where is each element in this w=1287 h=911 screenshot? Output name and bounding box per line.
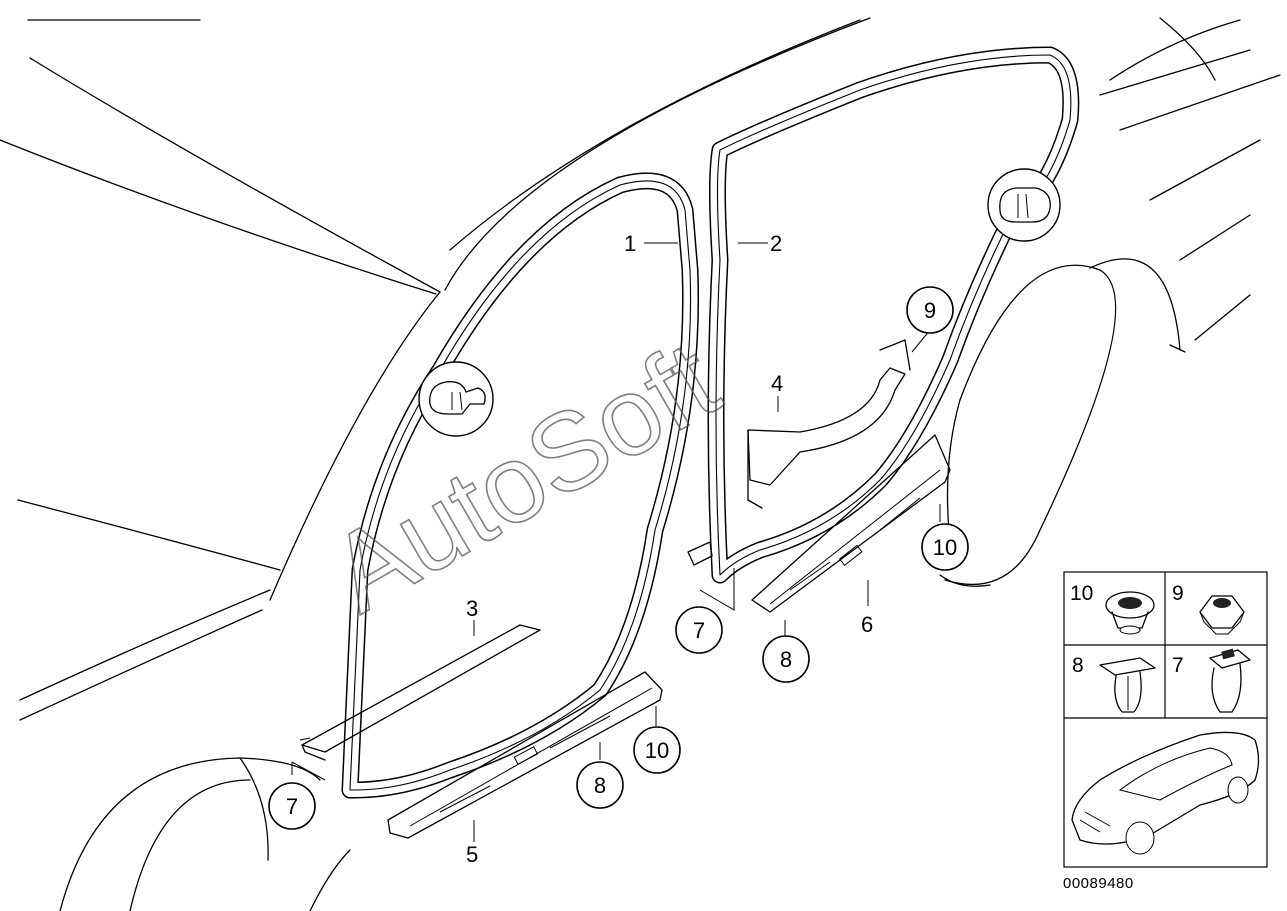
svg-text:8: 8 xyxy=(594,773,606,798)
legend-cell-10: 10 xyxy=(1070,582,1155,635)
callout-8-front: 8 xyxy=(576,761,624,809)
svg-text:9: 9 xyxy=(1172,582,1184,605)
front-sill-strip xyxy=(299,624,541,761)
inner-trim-strip xyxy=(747,339,911,509)
svg-text:9: 9 xyxy=(924,298,936,323)
part-label-6: 6 xyxy=(861,612,873,637)
plug-icon xyxy=(1209,648,1251,713)
callout-10-rear: 10 xyxy=(921,523,969,571)
part-labels: 1 2 3 4 5 6 xyxy=(466,231,873,867)
circled-callouts: 7 8 10 9 10 8 7 xyxy=(268,286,969,830)
svg-text:7: 7 xyxy=(693,618,705,643)
legend-cell-8: 8 xyxy=(1072,654,1156,713)
front-entrance-sill-plate xyxy=(387,671,663,839)
leader-lines xyxy=(291,242,941,842)
callout-7-rear: 7 xyxy=(675,606,723,654)
svg-text:10: 10 xyxy=(1070,582,1093,605)
svg-text:8: 8 xyxy=(780,647,792,672)
callout-10-front: 10 xyxy=(633,726,681,774)
rear-entrance-sill-plate xyxy=(751,434,951,613)
callout-8-rear: 8 xyxy=(762,635,810,683)
svg-text:10: 10 xyxy=(933,535,957,560)
car-thumbnail-icon xyxy=(1071,731,1260,855)
svg-text:10: 10 xyxy=(645,738,669,763)
rear-clip-bracket xyxy=(687,541,713,566)
hex-nut-icon xyxy=(1199,595,1245,635)
svg-text:7: 7 xyxy=(286,794,298,819)
legend-cell-7: 7 xyxy=(1172,648,1251,713)
part-label-2: 2 xyxy=(770,231,782,256)
callout-7-front: 7 xyxy=(268,782,316,830)
rear-door-seal xyxy=(707,46,1080,584)
car-body-outline xyxy=(0,17,1281,911)
part-label-3: 3 xyxy=(466,596,478,621)
seal-section-detail-rear xyxy=(987,168,1061,242)
callout-9-rear: 9 xyxy=(906,286,954,334)
document-id: 00089480 xyxy=(1063,875,1134,892)
clip-icon xyxy=(1105,591,1155,635)
seal-section-detail-front xyxy=(418,361,494,437)
svg-text:7: 7 xyxy=(1172,654,1184,677)
fastener-legend: 10 9 8 7 xyxy=(1063,571,1268,868)
svg-text:8: 8 xyxy=(1072,654,1084,677)
legend-cell-9: 9 xyxy=(1172,582,1245,635)
expanding-rivet-icon xyxy=(1099,657,1156,713)
part-label-4: 4 xyxy=(771,371,783,396)
part-label-1: 1 xyxy=(624,231,636,256)
part-label-5: 5 xyxy=(466,842,478,867)
